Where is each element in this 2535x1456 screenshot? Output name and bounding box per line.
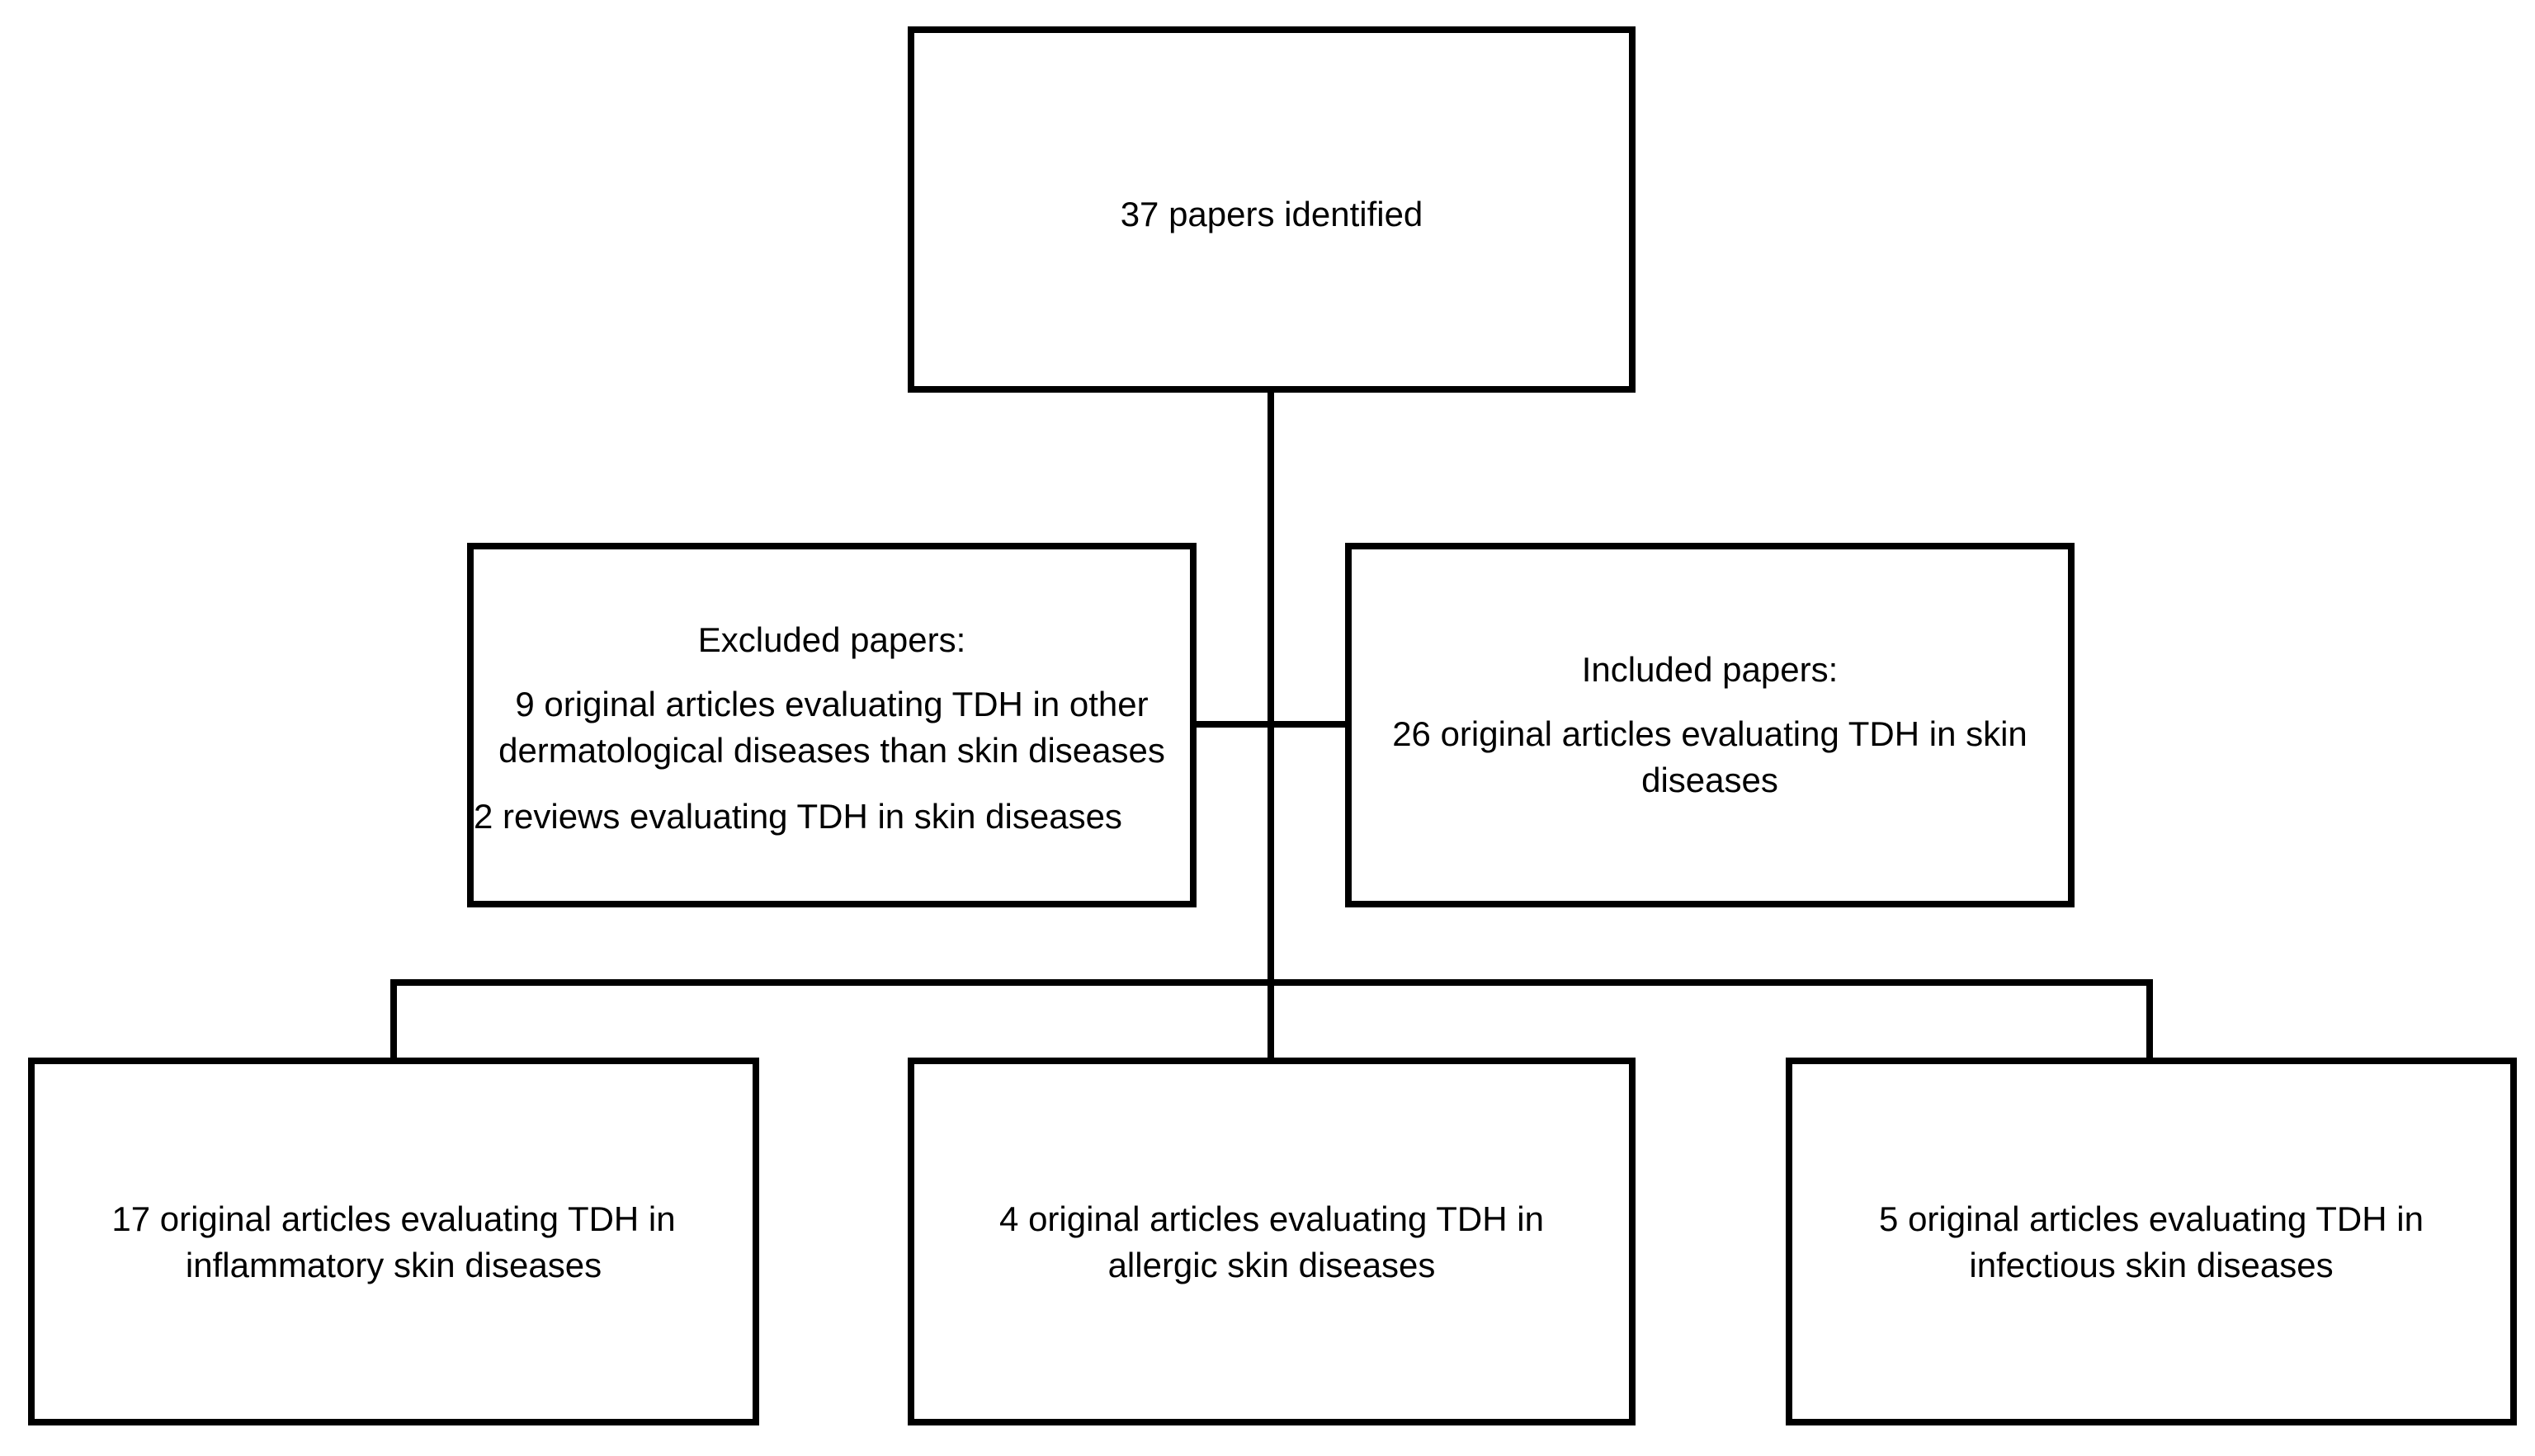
inflammatory-text-line-1: 17 original articles evaluating TDH in — [111, 1199, 676, 1238]
allergic-box: 4 original articles evaluating TDH in al… — [908, 1058, 1636, 1425]
excluded-item-1-line-1: 9 original articles evaluating TDH in ot… — [515, 685, 1149, 723]
included-text: 26 original articles evaluating TDH in s… — [1352, 711, 2068, 803]
papers-identified-text: 37 papers identified — [1120, 195, 1423, 233]
included-heading: Included papers: — [1581, 650, 1839, 689]
inflammatory-text: 17 original articles evaluating TDH in i… — [35, 1196, 753, 1289]
excluded-item-2: 2 reviews evaluating TDH in skin disease… — [474, 797, 1122, 836]
inflammatory-text-line-2: inflammatory skin diseases — [185, 1246, 602, 1284]
included-papers-box: Included papers: 26 original articles ev… — [1345, 543, 2075, 907]
included-text-line-1: 26 original articles evaluating TDH in s… — [1392, 714, 2028, 753]
inflammatory-box: 17 original articles evaluating TDH in i… — [28, 1058, 759, 1425]
allergic-text-line-1: 4 original articles evaluating TDH in — [999, 1199, 1544, 1238]
allergic-text-line-2: allergic skin diseases — [1107, 1246, 1436, 1284]
allergic-text: 4 original articles evaluating TDH in al… — [914, 1196, 1629, 1289]
infectious-text-line-2: infectious skin diseases — [1969, 1246, 2334, 1284]
excluded-item-1: 9 original articles evaluating TDH in ot… — [457, 681, 1206, 774]
excluded-heading: Excluded papers: — [697, 620, 966, 659]
infectious-text-line-1: 5 original articles evaluating TDH in — [1879, 1199, 2424, 1238]
included-text-line-2: diseases — [1641, 761, 1778, 799]
excluded-papers-box: Excluded papers: 9 original articles eva… — [467, 543, 1197, 907]
excluded-item-1-line-2: dermatological diseases than skin diseas… — [498, 731, 1165, 770]
papers-identified-box: 37 papers identified — [908, 26, 1636, 393]
infectious-box: 5 original articles evaluating TDH in in… — [1786, 1058, 2517, 1425]
infectious-text: 5 original articles evaluating TDH in in… — [1792, 1196, 2510, 1289]
